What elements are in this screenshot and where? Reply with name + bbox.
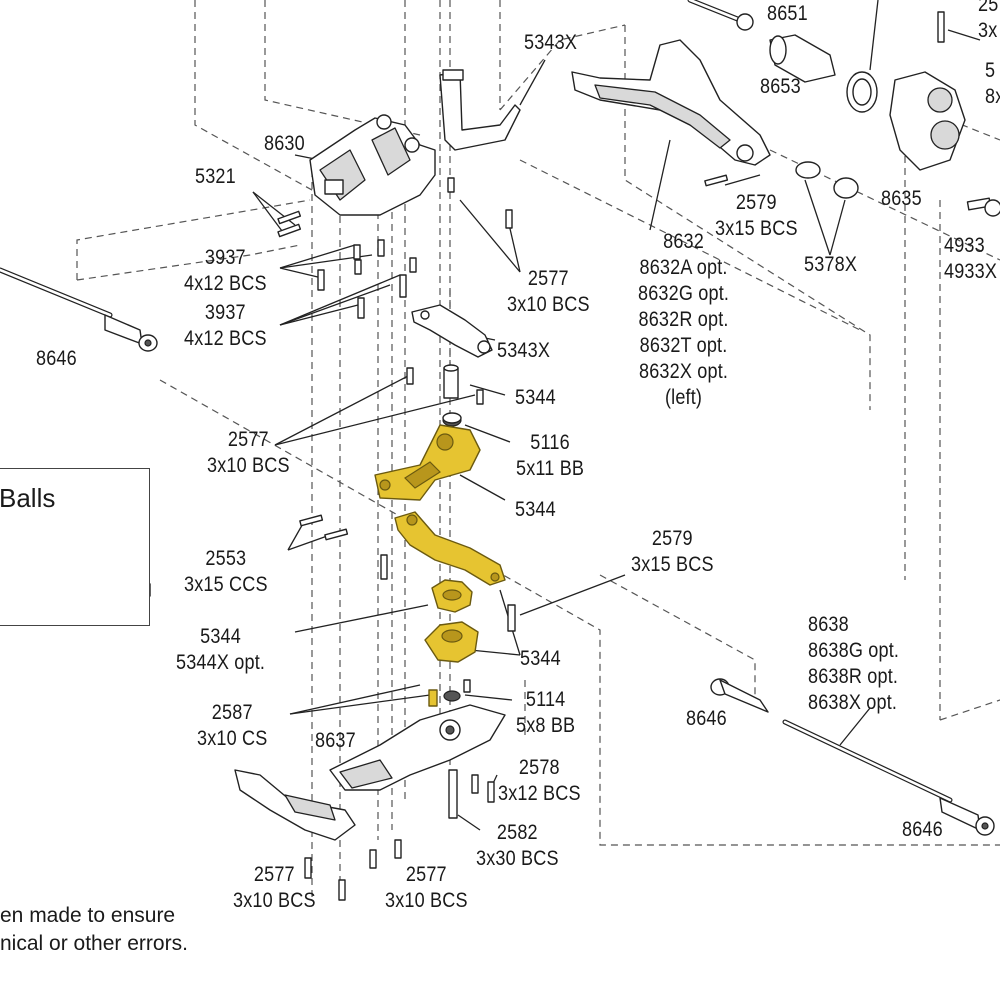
suspension-arm-8632 <box>571 39 771 187</box>
steering-link-right <box>710 678 995 836</box>
disclaimer-line-1: en made to ensure <box>0 904 176 927</box>
part-label: 8646 <box>902 818 943 841</box>
part-label: 8653 <box>760 75 801 98</box>
part-label: 5378X <box>804 253 858 276</box>
disclaimer-line-2: nical or other errors. <box>0 932 188 955</box>
part-label: 8637 <box>315 729 356 752</box>
steering-block-8630 <box>309 69 521 216</box>
steering-bushing-gold <box>424 579 479 707</box>
inset-box: Balls <box>0 468 150 626</box>
part-label: 5343X <box>497 339 551 362</box>
part-label: 5344 <box>520 647 561 670</box>
steering-crank-gold-upper <box>374 424 481 501</box>
part-label: 8651 <box>767 2 808 25</box>
part-label: 8646 <box>686 707 727 730</box>
screws-group-upper <box>277 11 945 319</box>
part-label: 5344 <box>515 498 556 521</box>
inset-title: Balls <box>0 483 56 513</box>
part-label: 8646 <box>36 347 77 370</box>
skid-plate-8637 <box>234 704 506 901</box>
part-label: 5344 <box>515 386 556 409</box>
steering-link-left <box>0 267 158 352</box>
steering-bracket-5343x <box>411 304 493 358</box>
part-label: 5343X <box>524 31 578 54</box>
steering-crank-gold-lower <box>299 511 516 632</box>
spacer-5344 <box>406 364 484 427</box>
part-label: 58x <box>985 59 1000 108</box>
part-label: 8635 <box>881 187 922 210</box>
part-label: 8630 <box>264 132 305 155</box>
hub-assembly <box>687 0 1000 217</box>
part-label: 5321 <box>195 165 236 188</box>
